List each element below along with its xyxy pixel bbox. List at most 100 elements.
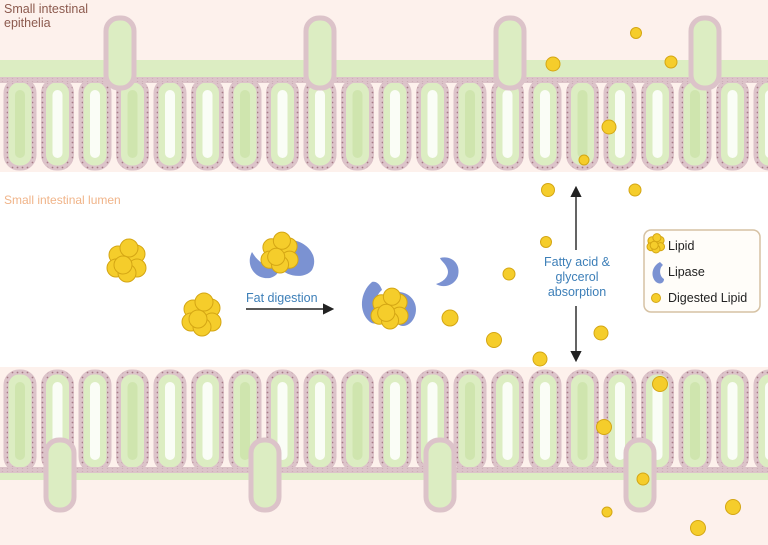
villus-lacteal bbox=[390, 382, 400, 460]
digested-lipid bbox=[690, 520, 706, 536]
lipid-droplet bbox=[652, 233, 662, 243]
lipase-lipid-complex-2 bbox=[361, 281, 417, 330]
digested-lipid bbox=[601, 119, 617, 135]
villus-lacteal bbox=[90, 382, 100, 460]
lipid-icon bbox=[646, 233, 666, 254]
villus-lacteal bbox=[90, 90, 100, 158]
absorption-label-line3: absorption bbox=[548, 285, 606, 299]
villus-lacteal bbox=[127, 90, 138, 158]
villus bbox=[303, 15, 337, 91]
bottom-epithelium bbox=[0, 369, 768, 513]
villus-lacteal bbox=[52, 90, 63, 158]
lipase-icon bbox=[652, 262, 664, 284]
villus-lacteal bbox=[577, 382, 588, 460]
digested-lipid bbox=[664, 55, 678, 69]
villus-lacteal bbox=[427, 90, 438, 158]
legend-label-lipase: Lipase bbox=[668, 265, 705, 279]
lumen-label: Small intestinal lumen bbox=[4, 193, 121, 207]
digested-lipid bbox=[502, 267, 516, 281]
villus-lacteal bbox=[277, 90, 288, 158]
villus-lacteal bbox=[727, 382, 738, 460]
digested-lipid bbox=[593, 325, 609, 341]
villus-lacteal bbox=[690, 90, 700, 158]
villus-lacteal bbox=[202, 90, 213, 158]
villus-lacteal bbox=[652, 382, 663, 460]
epithelial-cells bbox=[0, 468, 768, 472]
lipid-droplet bbox=[194, 292, 214, 312]
epithelia-label-line2: epithelia bbox=[4, 16, 51, 30]
lipid-droplet bbox=[188, 309, 208, 329]
villus-lacteal bbox=[202, 382, 213, 460]
absorption-label-line1: Fatty acid & bbox=[544, 255, 611, 269]
lipid-droplet bbox=[382, 287, 401, 306]
digested-lipid bbox=[541, 183, 555, 197]
villus-lacteal bbox=[277, 382, 288, 460]
villus-lacteal bbox=[315, 90, 325, 158]
digested-lipid bbox=[596, 419, 612, 435]
lipid-cluster-1 bbox=[106, 238, 147, 283]
villus-lacteal bbox=[465, 90, 475, 158]
villus-lacteal bbox=[315, 382, 325, 460]
digested-lipids bbox=[441, 27, 741, 536]
villus-lacteal bbox=[127, 382, 138, 460]
legend-box bbox=[643, 229, 761, 313]
digested-lipid bbox=[540, 236, 552, 248]
villus-lacteal bbox=[465, 382, 475, 460]
villus-lacteal bbox=[690, 382, 700, 460]
villus-core bbox=[0, 60, 768, 80]
digested-lipid bbox=[601, 506, 613, 518]
villus-lacteal bbox=[615, 90, 625, 158]
digested-lipid bbox=[725, 499, 741, 515]
villus-lacteal bbox=[540, 90, 550, 158]
villus bbox=[688, 15, 722, 91]
lipid-cluster-2 bbox=[181, 292, 222, 337]
villus-lacteal bbox=[502, 382, 513, 460]
villus bbox=[43, 437, 77, 513]
villus-lacteal bbox=[652, 90, 663, 158]
villus-lacteal bbox=[15, 90, 25, 158]
villus bbox=[103, 15, 137, 91]
fat-digestion-label: Fat digestion bbox=[246, 291, 318, 305]
digested-lipid bbox=[486, 332, 502, 348]
digested-lipid bbox=[652, 376, 668, 392]
villus-lacteal bbox=[615, 382, 625, 460]
villus-lacteal bbox=[165, 90, 175, 158]
villus-lacteal bbox=[15, 382, 25, 460]
digested-lipid bbox=[441, 309, 459, 327]
villus bbox=[248, 437, 282, 513]
villus bbox=[423, 437, 457, 513]
lipid-droplet bbox=[649, 240, 659, 250]
lipid-droplet bbox=[377, 303, 396, 322]
digested-lipid bbox=[628, 183, 642, 197]
epithelia-label-line1: Small intestinal bbox=[4, 2, 88, 16]
villus-membrane bbox=[754, 370, 768, 472]
digested-lipid-icon bbox=[651, 293, 661, 303]
villus-lacteal bbox=[577, 90, 588, 158]
digested-lipid bbox=[532, 351, 548, 367]
legend: Lipid Lipase Digested Lipid bbox=[643, 229, 761, 313]
lipid-droplet bbox=[113, 255, 133, 275]
legend-label-digested: Digested Lipid bbox=[668, 291, 747, 305]
digested-lipid bbox=[578, 154, 590, 166]
lipase-lipid-complex-1 bbox=[249, 231, 315, 279]
villus-lacteal bbox=[352, 382, 363, 460]
villus-lacteal bbox=[390, 90, 400, 158]
digested-lipid bbox=[636, 472, 650, 486]
epithelial-cells bbox=[0, 78, 768, 82]
lipid-droplet bbox=[119, 238, 139, 258]
villus-lacteal bbox=[352, 90, 363, 158]
lipid-droplet bbox=[267, 247, 286, 266]
legend-label-lipid: Lipid bbox=[668, 239, 694, 253]
digested-lipid bbox=[545, 56, 561, 72]
lipid-droplet bbox=[272, 231, 291, 250]
free-lipase bbox=[436, 257, 459, 287]
villus-lacteal bbox=[240, 382, 250, 460]
villus-lacteal bbox=[727, 90, 738, 158]
villus-membrane bbox=[754, 78, 768, 170]
villus-lacteal bbox=[240, 90, 250, 158]
villus-core bbox=[0, 470, 768, 480]
villus bbox=[493, 15, 527, 91]
digested-lipid bbox=[630, 27, 642, 39]
